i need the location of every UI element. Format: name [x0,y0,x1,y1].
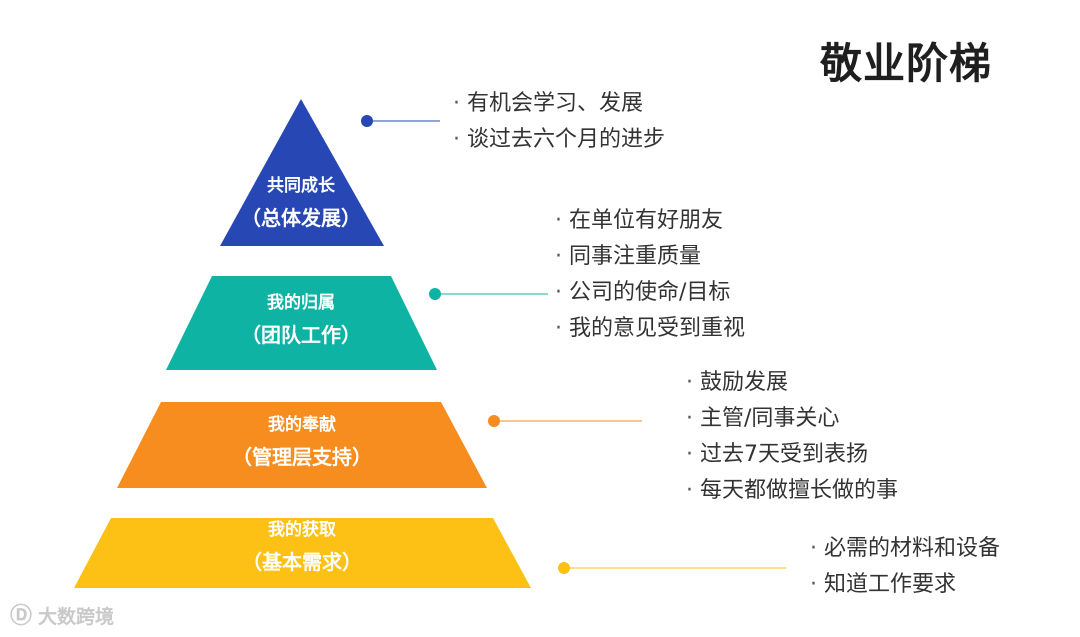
list-item: 公司的使命/目标 [555,275,745,311]
list-item: 每天都做擅长做的事 [686,473,898,509]
tier-2-shape [166,276,437,370]
tier-3-subtitle: （管理层支持） [232,445,372,469]
tier-2-subtitle: （团队工作） [241,323,361,347]
tier-1-name: 共同成长 [267,176,335,196]
tier-2-label: 我的归属 （团队工作） [206,291,396,351]
tier-2-bullet-list: 在单位有好朋友 同事注重质量 公司的使命/目标 我的意见受到重视 [555,203,745,347]
tier-1-subtitle: （总体发展） [241,206,361,230]
tier-2-name: 我的归属 [267,293,335,313]
tier-1-label: 共同成长 （总体发展） [226,174,376,234]
tier-4-shape [74,518,531,588]
tier-1-bullet-list: 有机会学习、发展 谈过去六个月的进步 [453,86,665,158]
list-item: 同事注重质量 [555,239,745,275]
list-item: 过去7天受到表扬 [686,437,898,473]
list-item: 知道工作要求 [810,567,1000,603]
tier-1-shape [220,99,384,246]
tier-4-subtitle: （基本需求） [242,550,362,574]
tier-2-connector-dot [429,288,441,300]
tier-3-name: 我的奉献 [268,415,336,435]
list-item: 鼓励发展 [686,365,898,401]
tier-3-label: 我的奉献 （管理层支持） [192,413,412,473]
tier-3-bullet-list: 鼓励发展 主管/同事关心 过去7天受到表扬 每天都做擅长做的事 [686,365,898,509]
tier-4-bullet-list: 必需的材料和设备 知道工作要求 [810,531,1000,603]
list-item: 在单位有好朋友 [555,203,745,239]
brand-logo-icon: Ⓓ [10,604,33,629]
list-item: 必需的材料和设备 [810,531,1000,567]
tier-4-name: 我的获取 [268,520,336,540]
tier-4-label: 我的获取 （基本需求） [202,518,402,578]
list-item: 我的意见受到重视 [555,311,745,347]
list-item: 主管/同事关心 [686,401,898,437]
list-item: 有机会学习、发展 [453,86,665,122]
page-title: 敬业阶梯 [820,39,993,88]
tier-1-connector-dot [361,115,373,127]
tier-4-connector-dot [558,562,570,574]
watermark-text: 大数跨境 [38,606,115,628]
tier-3-connector-dot [488,415,500,427]
tier-3-shape [117,402,487,488]
list-item: 谈过去六个月的进步 [453,122,665,158]
